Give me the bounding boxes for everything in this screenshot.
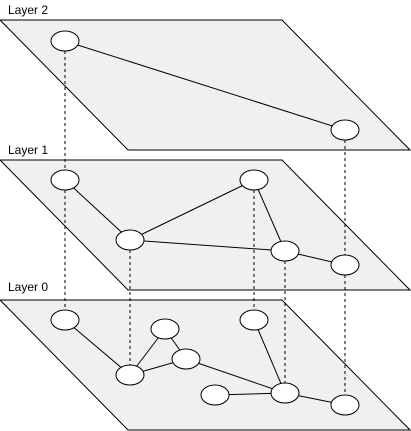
- layer-1-nodes: [50, 169, 360, 276]
- layer-1-edge: [129, 239, 286, 252]
- graph-node: [50, 309, 80, 331]
- layer-0-label: Layer 0: [8, 280, 48, 294]
- layer-1-plane: [0, 159, 411, 291]
- graph-node: [115, 229, 145, 251]
- graph-node: [239, 309, 269, 331]
- layer-2-label: Layer 2: [8, 3, 48, 17]
- graph-node: [270, 240, 300, 262]
- inter-layer-links: [64, 51, 346, 395]
- layer-0-edge: [185, 358, 286, 394]
- graph-node: [200, 384, 230, 406]
- graph-node: [270, 382, 300, 404]
- graph-node: [239, 169, 269, 191]
- graph-node: [330, 119, 360, 141]
- layer-0-edge: [64, 319, 131, 376]
- layer-1-edge: [129, 179, 255, 241]
- graph-node: [330, 254, 360, 276]
- layer-0-edge: [253, 319, 286, 394]
- layer-1-edge: [64, 179, 131, 241]
- graph-node: [50, 30, 80, 52]
- layer-0-nodes: [50, 309, 360, 416]
- graph-node: [50, 169, 80, 191]
- graph-node: [171, 348, 201, 370]
- layer-2-nodes: [50, 30, 360, 141]
- graph-node: [150, 318, 180, 340]
- layer-1-edge: [253, 179, 286, 252]
- layer-1-label: Layer 1: [8, 143, 48, 157]
- graph-node: [115, 364, 145, 386]
- graph-node: [330, 394, 360, 416]
- layer-2-edge: [64, 40, 346, 131]
